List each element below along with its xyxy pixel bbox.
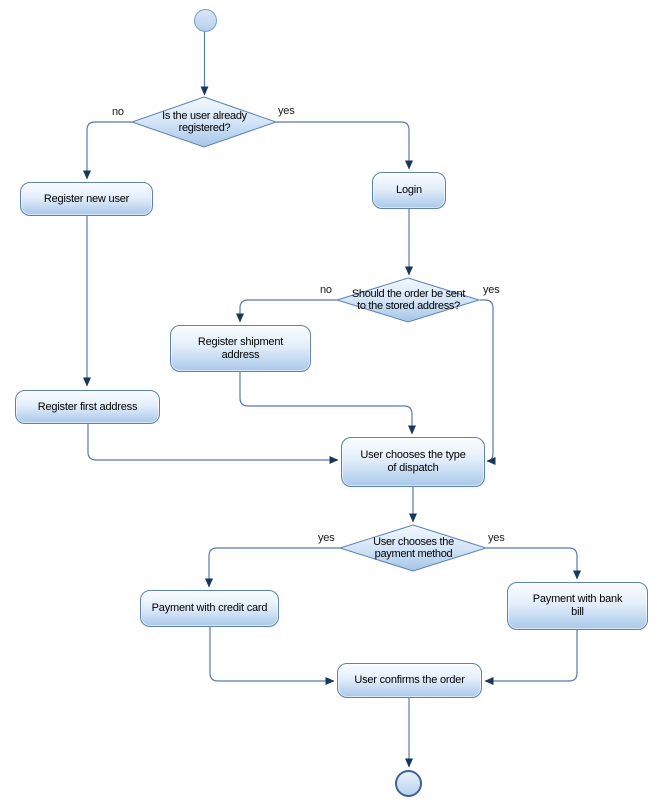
edge-shipment-to-dispatch bbox=[239, 372, 416, 435]
edge-label-stored-no: no bbox=[320, 284, 332, 296]
start-node bbox=[194, 9, 217, 32]
activity-payment-credit-card: Payment with credit card bbox=[140, 590, 279, 627]
edge-label-registered-no: no bbox=[112, 106, 124, 118]
edge-firstaddress-to-dispatch bbox=[87, 424, 339, 464]
activity-choose-dispatch: User chooses the type of dispatch bbox=[341, 437, 485, 487]
decision-stored-address-shape bbox=[335, 277, 481, 323]
activity-register-shipment-address: Register shipment address bbox=[170, 325, 311, 372]
edge-stored-yes bbox=[480, 299, 496, 465]
activity-register-first-address: Register first address bbox=[15, 390, 160, 424]
edge-credit-to-confirm bbox=[209, 627, 335, 685]
activity-payment-bank-bill: Payment with bank bill bbox=[507, 582, 648, 630]
edge-stored-no bbox=[236, 299, 337, 323]
end-node bbox=[395, 770, 422, 797]
edge-label-registered-yes: yes bbox=[278, 105, 295, 117]
activity-login: Login bbox=[372, 172, 446, 209]
decision-payment-method-shape bbox=[338, 524, 488, 572]
activity-confirm-order: User confirms the order bbox=[337, 663, 482, 698]
edge-label-stored-yes: yes bbox=[483, 284, 500, 296]
activity-register-new-user: Register new user bbox=[20, 182, 153, 216]
edge-bank-to-confirm bbox=[484, 630, 578, 685]
edge-label-payment-credit: yes bbox=[318, 532, 335, 544]
decision-registered-shape bbox=[130, 96, 278, 148]
edge-payment-bank bbox=[486, 547, 581, 580]
edge-registered-yes bbox=[272, 121, 413, 170]
edge-label-payment-bank: yes bbox=[488, 532, 505, 544]
edge-payment-credit bbox=[205, 547, 340, 588]
edge-registered-no bbox=[83, 121, 133, 180]
